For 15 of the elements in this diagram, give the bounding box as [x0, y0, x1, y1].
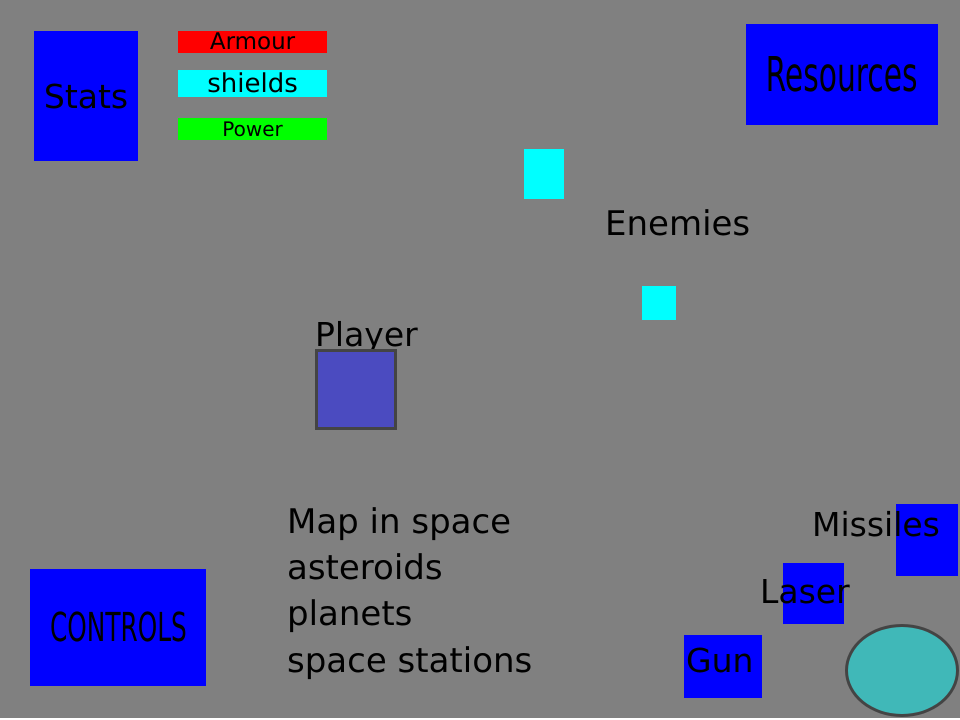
map-note: asteroids	[287, 551, 443, 585]
enemy-marker	[524, 149, 564, 199]
enemies-label: Enemies	[605, 207, 750, 241]
shields-bar: shields	[178, 70, 327, 97]
stats-panel: Stats	[34, 31, 138, 161]
resources-panel: Resources	[746, 24, 938, 125]
gun-button: Gun	[684, 635, 762, 698]
map-note: space stations	[287, 644, 532, 678]
player-sprite: Player	[315, 318, 435, 430]
armour-bar: Armour	[178, 31, 327, 53]
map-note: Map in space	[287, 505, 512, 539]
enemy-marker	[642, 286, 676, 320]
power-bar: Power	[178, 118, 327, 140]
controls-panel: CONTROLS	[30, 569, 206, 686]
map-note: planets	[287, 597, 412, 631]
